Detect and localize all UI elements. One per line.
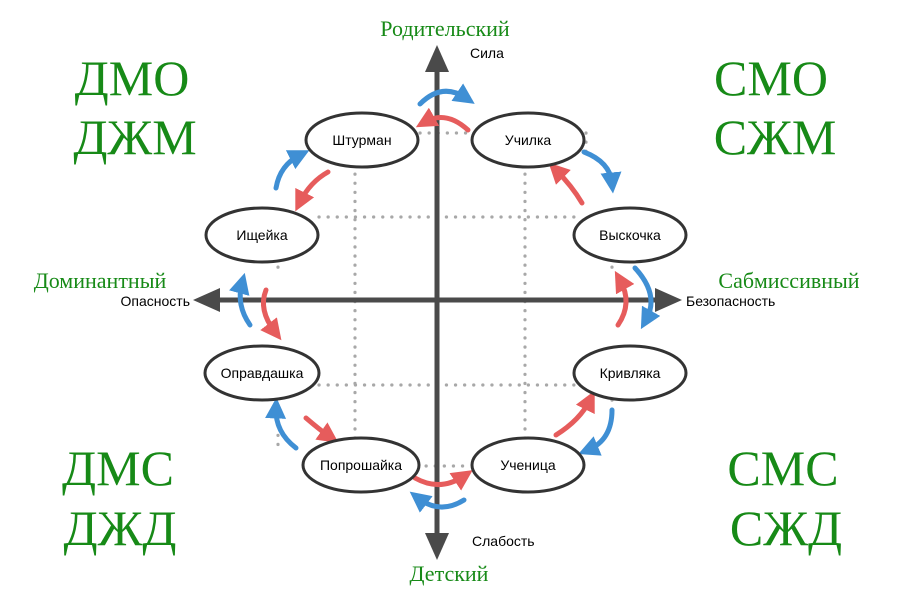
corner-bottom-right-2: СЖД: [730, 500, 842, 556]
blue-arrow-icon: [632, 265, 661, 330]
node-label: Ученица: [500, 457, 556, 473]
blue-arrow-icon: [581, 149, 622, 194]
corner-top-right-1: СМО: [714, 50, 828, 106]
blue-arrow-icon: [229, 272, 253, 328]
corner-codes: ДМО ДЖМ СМО СЖМ ДМС ДЖД СМС СЖД: [62, 50, 842, 556]
node-poproshayka: Попрошайка: [301, 436, 421, 494]
node-ishcheyka: Ищейка: [204, 206, 320, 264]
blue-arrow-icon: [409, 491, 467, 513]
node-label: Попрошайка: [320, 457, 402, 473]
nodes: Штурман Училка Выскочка Кривляка Ученица…: [203, 111, 688, 494]
node-label: Выскочка: [599, 227, 661, 243]
axis-label-left: Опасность: [121, 293, 190, 309]
axis-label-up: Сила: [470, 45, 504, 61]
pole-left: Доминантный: [34, 268, 167, 293]
red-arrow-icon: [260, 287, 282, 341]
node-label: Штурман: [332, 132, 391, 148]
blue-arrow-icon: [578, 407, 615, 456]
node-uchilka: Училка: [470, 111, 586, 169]
node-label: Оправдашка: [221, 365, 304, 381]
corner-top-left-1: ДМО: [75, 50, 190, 106]
red-arrow-icon: [548, 162, 585, 206]
node-krivlyaka: Кривляка: [572, 344, 688, 402]
blue-arrow-icon: [417, 83, 475, 107]
corner-bottom-right-1: СМС: [727, 440, 838, 496]
red-arrow-icon: [303, 415, 339, 444]
arrow-right-icon: [655, 288, 682, 312]
arrow-down-icon: [425, 533, 449, 560]
axis-label-right: Безопасность: [686, 293, 775, 309]
red-arrow-icon: [614, 270, 635, 328]
node-shturman: Штурман: [304, 111, 420, 169]
node-label: Кривляка: [600, 365, 661, 381]
red-arrow-icon: [295, 169, 331, 212]
node-opravdashka: Оправдашка: [203, 344, 321, 402]
node-uchenitsa: Ученица: [470, 436, 586, 494]
blue-arrow-icon: [273, 150, 310, 191]
corner-bottom-left-1: ДМС: [62, 440, 174, 496]
corner-top-left-2: ДЖМ: [73, 109, 196, 165]
node-vyskochka: Выскочка: [572, 206, 688, 264]
red-arrow-icon: [553, 390, 595, 438]
node-label: Училка: [505, 132, 552, 148]
axes: [193, 45, 682, 560]
pole-titles: Родительский Детский Доминантный Сабмисс…: [34, 16, 860, 586]
corner-bottom-left-2: ДЖД: [63, 500, 176, 556]
axis-label-down: Слабость: [472, 533, 535, 549]
red-arrow-icon: [415, 107, 471, 133]
pole-right: Сабмиссивный: [718, 268, 859, 293]
node-label: Ищейка: [236, 227, 287, 243]
corner-top-right-2: СЖМ: [714, 109, 837, 165]
arrow-left-icon: [193, 288, 220, 312]
pole-top: Родительский: [380, 16, 510, 41]
red-arrow-icon: [412, 470, 473, 491]
transition-arrows: [229, 83, 661, 513]
axis-labels: Сила Слабость Опасность Безопасность: [121, 45, 776, 549]
pole-bottom: Детский: [410, 561, 489, 586]
blue-arrow-icon: [265, 397, 299, 451]
arrow-up-icon: [425, 45, 449, 72]
